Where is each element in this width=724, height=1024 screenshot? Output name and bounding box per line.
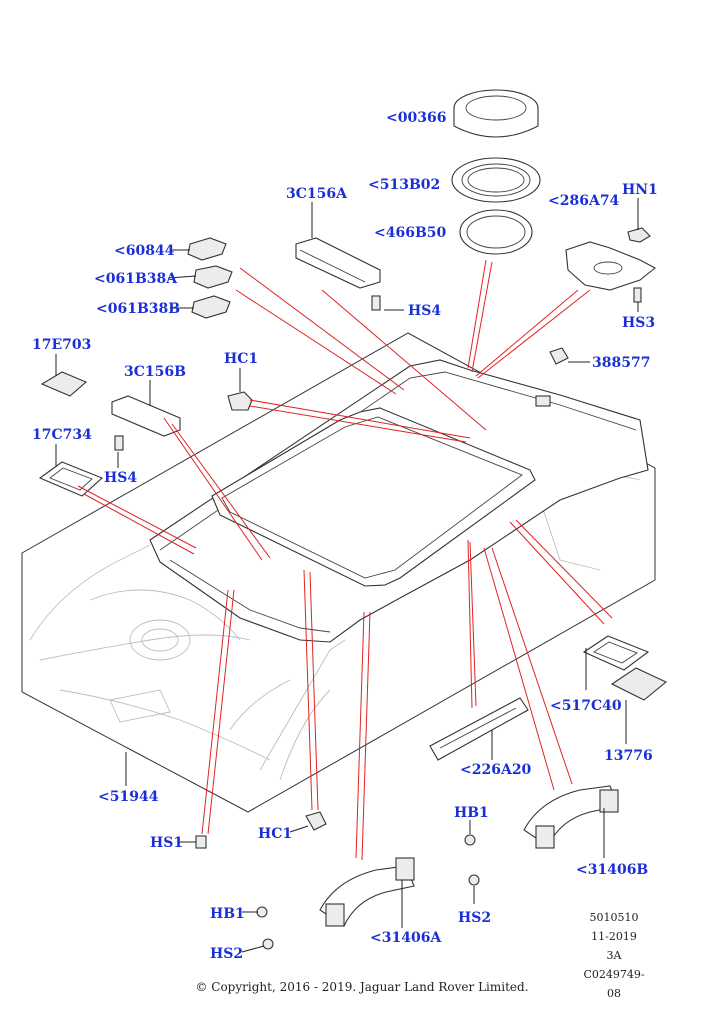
clip-HB1-left <box>256 906 268 918</box>
grab-handle-31406B <box>523 785 619 849</box>
drawing-code: C0249749-08 <box>583 968 645 1000</box>
callout-17C734: 17C734 <box>32 427 92 443</box>
callout-513B02: <513B02 <box>368 177 441 193</box>
callout-HB1-left: HB1 <box>210 906 245 922</box>
drawing-date: 11-2019 <box>591 930 637 943</box>
frame-17C734 <box>38 461 104 497</box>
callout-HB1-right: HB1 <box>454 805 489 821</box>
copyright-notice: © Copyright, 2016 - 2019. Jaguar Land Ro… <box>195 980 529 994</box>
callout-51944: <51944 <box>98 789 159 805</box>
callout-31406A: <31406A <box>370 930 442 946</box>
callout-HS4-left: HS4 <box>104 470 138 486</box>
frame-517C40 <box>582 635 650 671</box>
callout-3C156A: 3C156A <box>286 186 347 202</box>
callout-HS3: HS3 <box>622 315 656 331</box>
screw-HS3 <box>633 287 642 303</box>
callout-HC1-bottom: HC1 <box>258 826 293 842</box>
clip-388577 <box>535 347 569 407</box>
black-leaders <box>55 198 639 953</box>
trim-60844 <box>187 237 227 261</box>
damper-ring-00366 <box>453 89 539 138</box>
callout-31406B: <31406B <box>576 862 649 878</box>
grab-handle-31406A <box>319 857 415 927</box>
callout-466B50: <466B50 <box>374 225 447 241</box>
trim-061B38B <box>191 295 231 319</box>
screw-HS2-left <box>262 938 274 950</box>
screw-HS2-right <box>468 874 480 886</box>
callout-061B38A: <061B38A <box>94 271 178 287</box>
ring-513B02 <box>451 157 541 203</box>
drawing-ref: 5010510 <box>589 911 639 924</box>
clip-HB1-right <box>464 834 476 846</box>
drawing-rev: 3A <box>606 949 622 962</box>
callout-HS2-left: HS2 <box>210 946 244 962</box>
bracket-286A74 <box>565 241 656 291</box>
sunroof-opening <box>211 407 536 587</box>
clip-HN1 <box>627 227 651 243</box>
screw-HS4-top <box>371 295 381 311</box>
callout-517C40: <517C40 <box>550 698 622 714</box>
callout-226A20: <226A20 <box>460 762 532 778</box>
trim-226A20 <box>429 697 529 761</box>
callout-13776: 13776 <box>604 748 653 764</box>
vehicle-interior-outline <box>29 474 641 781</box>
clip-HC1-top <box>227 391 253 411</box>
callout-286A74: <286A74 <box>548 193 620 209</box>
trim-061B38A <box>193 265 233 289</box>
red-leaders <box>77 259 613 861</box>
assembly-frame <box>21 332 656 813</box>
callout-3C156B: 3C156B <box>124 364 186 380</box>
callout-17E703: 17E703 <box>32 337 92 353</box>
ring-466B50 <box>459 209 533 255</box>
clip-HC1-bottom <box>305 811 327 831</box>
callout-60844: <60844 <box>114 243 175 259</box>
screw-HS4-left <box>114 435 124 451</box>
lamp-17E703 <box>40 371 88 397</box>
callout-061B38B: <061B38B <box>96 301 181 317</box>
callout-388577: 388577 <box>592 355 651 371</box>
callout-HN1: HN1 <box>622 182 658 198</box>
screw-HS1 <box>195 835 207 849</box>
callout-HS1: HS1 <box>150 835 184 851</box>
lamp-13776 <box>610 667 668 701</box>
callout-HS2-right: HS2 <box>458 910 492 926</box>
callout-HS4-top: HS4 <box>408 303 442 319</box>
bracket-3C156A <box>295 237 381 289</box>
callout-HC1-top: HC1 <box>224 351 259 367</box>
bracket-3C156B <box>111 395 181 437</box>
callout-00366: <00366 <box>386 110 447 126</box>
